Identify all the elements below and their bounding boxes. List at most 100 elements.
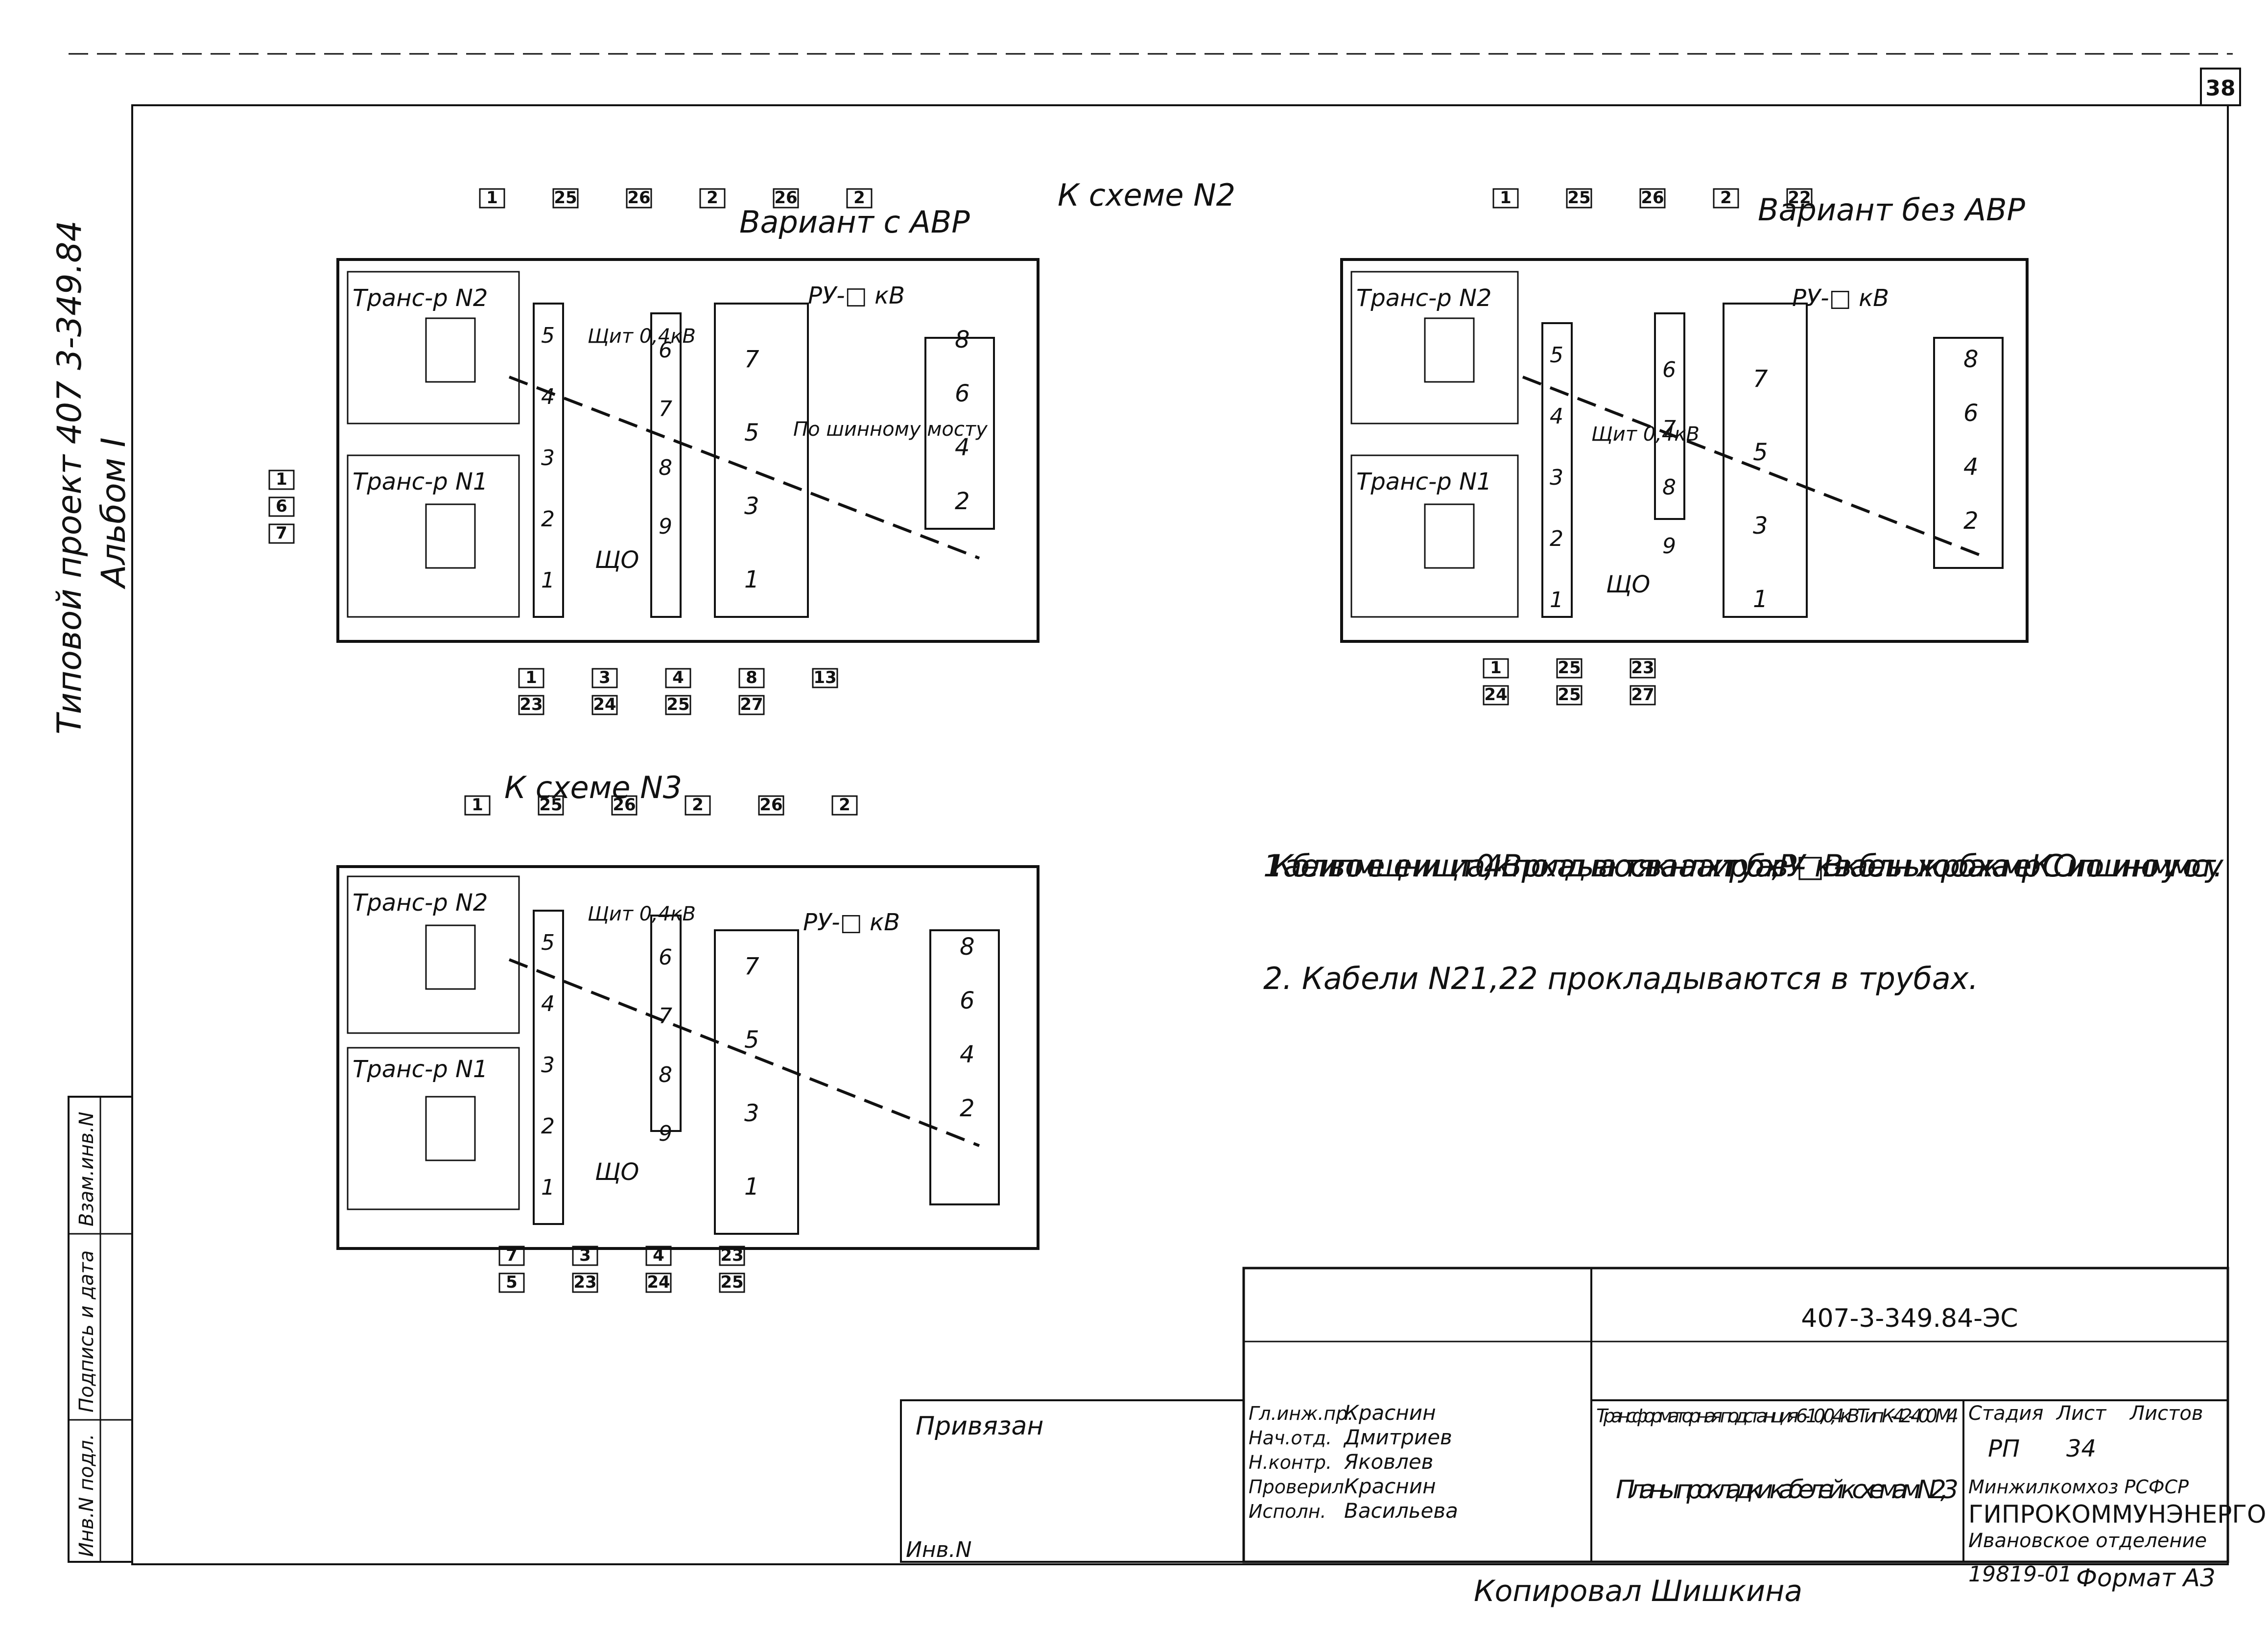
c-bot-tag-box-4	[498, 1272, 525, 1293]
a-bot-tag-3: 8	[746, 668, 757, 687]
trans2-label: Транс-р N2	[353, 284, 488, 312]
plan-scheme2-avr: К схеме N2 Вариант с АВР Транс-р N2 Тран…	[336, 177, 1235, 643]
cell-ru2-0-2: 4	[955, 434, 970, 461]
cell-ru2-1-3: 2	[1963, 507, 1979, 535]
format-label: Формат А3	[2076, 1564, 2216, 1592]
side-tag-1: 6	[276, 496, 287, 516]
cell-left-2-1: 4	[541, 991, 555, 1016]
inv-n-label: Инв.N	[906, 1537, 972, 1562]
name-3: Краснин	[1344, 1474, 1436, 1498]
side-tag-box-0	[268, 470, 295, 490]
cell-ru2-0-3: 2	[955, 488, 970, 515]
cell-mid-0-3: 9	[659, 514, 672, 539]
role-2: Н.контр.	[1249, 1452, 1332, 1473]
list-header: Лист	[2055, 1402, 2107, 1425]
cell-ru2-2-1: 6	[960, 987, 975, 1014]
cell-mid-1-0: 6	[1662, 357, 1676, 382]
a-bot-tag-box-6	[591, 695, 618, 715]
cell-left-2-2: 3	[541, 1053, 555, 1078]
ru-label-a: РУ-□ кВ	[808, 282, 905, 309]
shchit-label-b: Щит 0,4кВ	[1591, 423, 1700, 446]
c-bot-tag-3: 23	[720, 1246, 743, 1265]
name-0: Краснин	[1344, 1401, 1436, 1425]
a-bot-tag-5: 23	[520, 695, 543, 714]
copied-by: Копировал Шишкина	[1474, 1574, 1802, 1608]
cell-mid-1-2: 8	[1662, 475, 1676, 500]
a-bot-tag-box-7	[665, 695, 691, 715]
scheme3-title: К схеме N3	[504, 770, 682, 805]
cell-ru1-1-0: 7	[1753, 365, 1768, 393]
side-stamp-line1: Типовой проект 407 3-349.84	[50, 220, 89, 734]
cell-ru1-2-2: 3	[744, 1100, 759, 1127]
b-top-tag-1: 25	[1567, 188, 1590, 208]
cell-ru2-0-1: 6	[955, 380, 970, 407]
vzam-label: Взам.инв.N	[75, 1112, 98, 1226]
a-top-tag-1: 25	[554, 188, 577, 208]
c-bot-tag-5: 23	[573, 1272, 596, 1292]
listov-header: Листов	[2129, 1402, 2203, 1425]
doc-code: 407-3-349.84-ЭС	[1801, 1304, 2018, 1333]
c-bot-tag-6: 24	[647, 1272, 670, 1292]
c-top-tag-box-3	[685, 795, 711, 816]
a-bot-tag-box-2	[665, 668, 691, 688]
note-2: 2. Кабели N21,22 прокладываются в трубах…	[1263, 961, 1978, 996]
cell-ru1-1-2: 3	[1753, 512, 1768, 540]
cell-mid-1-3: 9	[1662, 534, 1676, 559]
list-value: 34	[2066, 1435, 2096, 1462]
trans2-label-b: Транс-р N2	[1356, 284, 1491, 312]
c-bot-tag-7: 25	[720, 1272, 743, 1292]
plan-scheme2-no-avr: Вариант без АВР Транс-р N2 Транс-р N1 РУ…	[1340, 192, 2029, 643]
c-bot-tag-box-7	[719, 1272, 745, 1293]
cell-ru2-2-0: 8	[960, 933, 975, 961]
b-bot-tag-4: 25	[1558, 685, 1581, 705]
c-top-tag-2: 26	[613, 795, 636, 815]
cell-mid-2-1: 7	[659, 1004, 672, 1029]
a-bot-tag-box-3	[738, 668, 765, 688]
b-bot-tag-box-4	[1556, 685, 1583, 706]
cell-mid-1-1: 7	[1662, 416, 1676, 441]
c-top-tag-box-2	[611, 795, 638, 816]
title-block: 407-3-349.84-ЭС Привязан Инв.N Гл.инж.пр…	[900, 1267, 2266, 1563]
c-top-tag-0: 1	[472, 795, 483, 815]
a-top-tag-4: 26	[774, 188, 797, 208]
a-bot-tag-2: 4	[672, 668, 684, 687]
notes: 1. Кабели в помещении щита 0,4кВ проклад…	[1263, 848, 2224, 996]
a-top-tag-box-1	[552, 188, 579, 209]
b-bot-tag-box-1	[1556, 658, 1583, 679]
side-stamp: Типовой проект 407 3-349.84 Альбом I	[50, 220, 133, 734]
cell-ru1-2-3: 1	[744, 1173, 759, 1201]
cell-left-1-0: 5	[1550, 343, 1563, 368]
b-top-tag-4: 22	[1788, 188, 1811, 208]
cell-ru1-2-0: 7	[744, 953, 759, 980]
c-top-tag-5: 2	[839, 795, 850, 815]
cell-ru1-0-1: 5	[744, 419, 759, 447]
cell-ru2-2-3: 2	[960, 1095, 975, 1122]
plan-scheme3: К схеме N3 Транс-р N2 Транс-р N1 РУ-□ кВ…	[336, 770, 1040, 1250]
trans1-label: Транс-р N1	[353, 468, 488, 495]
cell-left-1-4: 1	[1550, 588, 1563, 612]
name-4: Васильева	[1344, 1499, 1458, 1523]
c-top-tag-3: 2	[692, 795, 704, 815]
trans1-label-c: Транс-р N1	[353, 1056, 488, 1083]
role-4: Исполн.	[1249, 1501, 1326, 1522]
side-stamp-line2: Альбом I	[94, 437, 133, 589]
c-top-tag-box-4	[758, 795, 784, 816]
side-tag-box-1	[268, 496, 295, 517]
scheme2-title: К схеме N2	[1058, 177, 1235, 213]
cell-ru1-1-3: 1	[1753, 586, 1768, 613]
cell-ru1-0-0: 7	[744, 346, 759, 373]
a-top-tag-2: 26	[627, 188, 650, 208]
c-top-tag-box-0	[464, 795, 491, 816]
sheet-frame	[131, 104, 2229, 1565]
c-top-tag-box-1	[538, 795, 564, 816]
stadiya-value: РП	[1988, 1435, 2020, 1462]
cell-left-0-1: 4	[541, 384, 555, 409]
shchit-label-a: Щит 0,4кВ	[588, 325, 696, 348]
a-top-tag-box-2	[626, 188, 652, 209]
trans1-label-b: Транс-р N1	[1356, 468, 1491, 495]
a-top-tag-box-0	[479, 188, 505, 209]
c-bot-tag-box-2	[645, 1246, 672, 1266]
org-line3: Ивановское отделение	[1968, 1530, 2207, 1552]
a-bot-tag-box-0	[518, 668, 544, 688]
b-top-tag-box-1	[1566, 188, 1592, 209]
